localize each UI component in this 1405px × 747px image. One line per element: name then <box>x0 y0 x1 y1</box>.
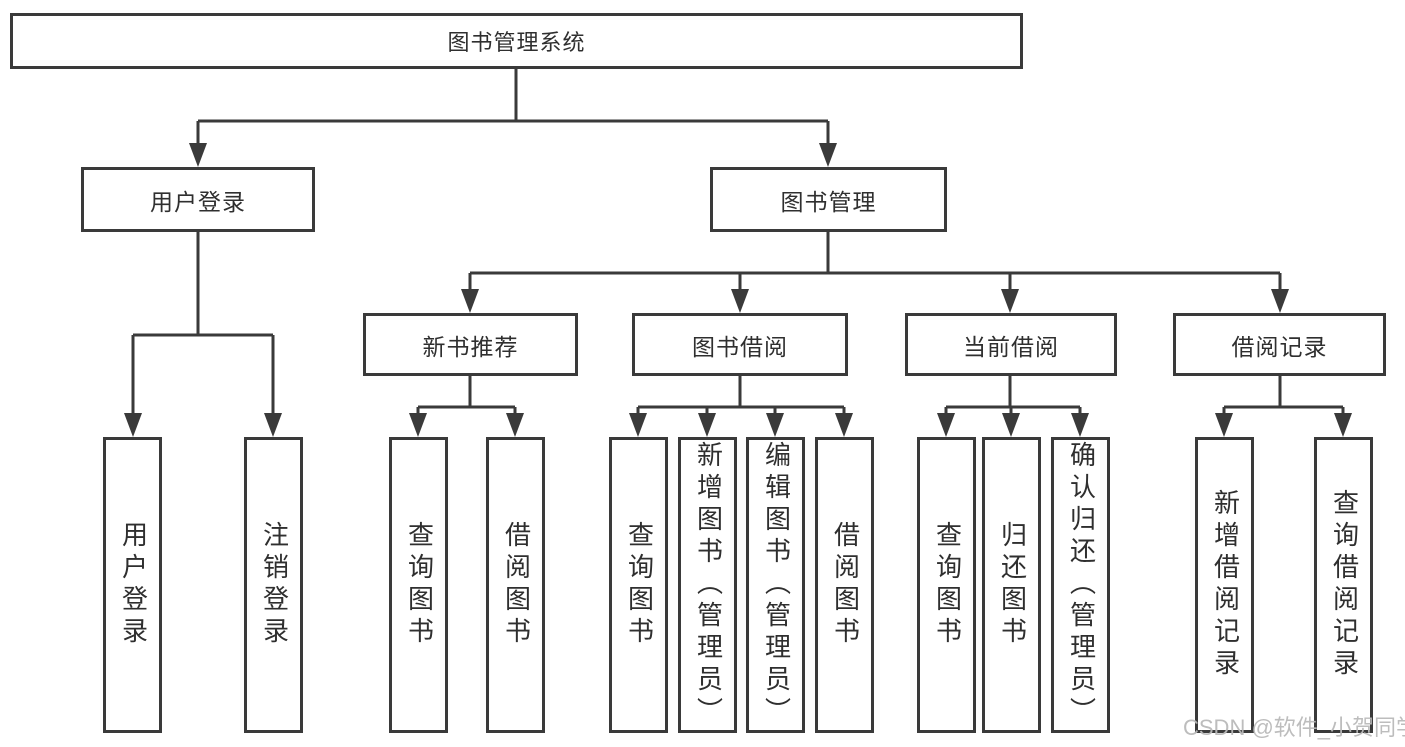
arrowhead-icon <box>1001 289 1019 313</box>
connector-bookmgmt-to-level3 <box>468 232 1282 293</box>
arrowhead-icon <box>937 413 955 437</box>
node-book-borrow: 图书借阅 <box>632 313 848 376</box>
arrowhead-icon <box>731 289 749 313</box>
arrowheads <box>124 143 1352 437</box>
leaf-label: 用户登录 <box>118 521 149 649</box>
connector-records-to-leaves <box>1222 376 1345 417</box>
connector-recommend-to-leaves <box>416 376 517 417</box>
leaf-current-confirm-return-admin: 确认归还（管理员） <box>1051 437 1110 733</box>
leaf-label: 借阅图书 <box>501 521 532 649</box>
arrowhead-icon <box>819 143 837 167</box>
arrowhead-icon <box>835 413 853 437</box>
arrowhead-icon <box>1002 413 1020 437</box>
leaf-label: 注销登录 <box>259 521 290 649</box>
connector-borrow-to-leaves <box>636 376 846 417</box>
leaf-current-return-books: 归还图书 <box>982 437 1041 733</box>
leaf-recommend-query-books: 查询图书 <box>389 437 448 733</box>
node-root: 图书管理系统 <box>10 13 1023 69</box>
arrowhead-icon <box>1271 289 1289 313</box>
leaf-borrow-query-books: 查询图书 <box>609 437 668 733</box>
leaf-label: 查询借阅记录 <box>1329 489 1360 681</box>
arrowhead-icon <box>698 413 716 437</box>
node-user-login: 用户登录 <box>81 167 315 232</box>
leaf-records-query-record: 查询借阅记录 <box>1314 437 1373 733</box>
leaf-label: 查询图书 <box>624 521 655 649</box>
node-new-book-recommend: 新书推荐 <box>363 313 578 376</box>
leaf-label: 编辑图书（管理员） <box>761 441 792 729</box>
leaf-label: 确认归还（管理员） <box>1066 441 1097 729</box>
leaf-logout-login: 注销登录 <box>244 437 303 733</box>
leaf-borrow-add-books-admin: 新增图书（管理员） <box>678 437 737 733</box>
leaf-records-add-record: 新增借阅记录 <box>1195 437 1254 733</box>
leaf-user-login: 用户登录 <box>103 437 162 733</box>
leaf-label: 新增图书（管理员） <box>693 441 724 729</box>
leaf-label: 查询图书 <box>404 521 435 649</box>
leaf-label: 查询图书 <box>932 521 963 649</box>
leaf-label: 新增借阅记录 <box>1210 489 1241 681</box>
leaf-borrow-borrow-books: 借阅图书 <box>815 437 874 733</box>
arrowhead-icon <box>461 289 479 313</box>
leaf-current-query-books: 查询图书 <box>917 437 976 733</box>
connector-current-to-leaves <box>944 376 1082 417</box>
arrowhead-icon <box>629 413 647 437</box>
node-book-management: 图书管理 <box>710 167 947 232</box>
leaf-label: 借阅图书 <box>830 521 861 649</box>
arrowhead-icon <box>506 413 524 437</box>
arrowhead-icon <box>189 143 207 167</box>
arrowhead-icon <box>264 413 282 437</box>
connector-userlogin-to-leaves <box>131 232 275 417</box>
csdn-watermark: CSDN @软件_小贺同学 <box>1183 715 1405 740</box>
arrowhead-icon <box>766 413 784 437</box>
arrowhead-icon <box>409 413 427 437</box>
node-current-borrow: 当前借阅 <box>905 313 1117 376</box>
arrowhead-icon <box>1215 413 1233 437</box>
node-borrow-records: 借阅记录 <box>1173 313 1386 376</box>
arrowhead-icon <box>1071 413 1089 437</box>
arrowhead-icon <box>124 413 142 437</box>
connector-root-to-level2 <box>196 69 830 147</box>
leaf-recommend-borrow-books: 借阅图书 <box>486 437 545 733</box>
leaf-borrow-edit-books-admin: 编辑图书（管理员） <box>746 437 805 733</box>
leaf-label: 归还图书 <box>997 521 1028 649</box>
arrowhead-icon <box>1334 413 1352 437</box>
